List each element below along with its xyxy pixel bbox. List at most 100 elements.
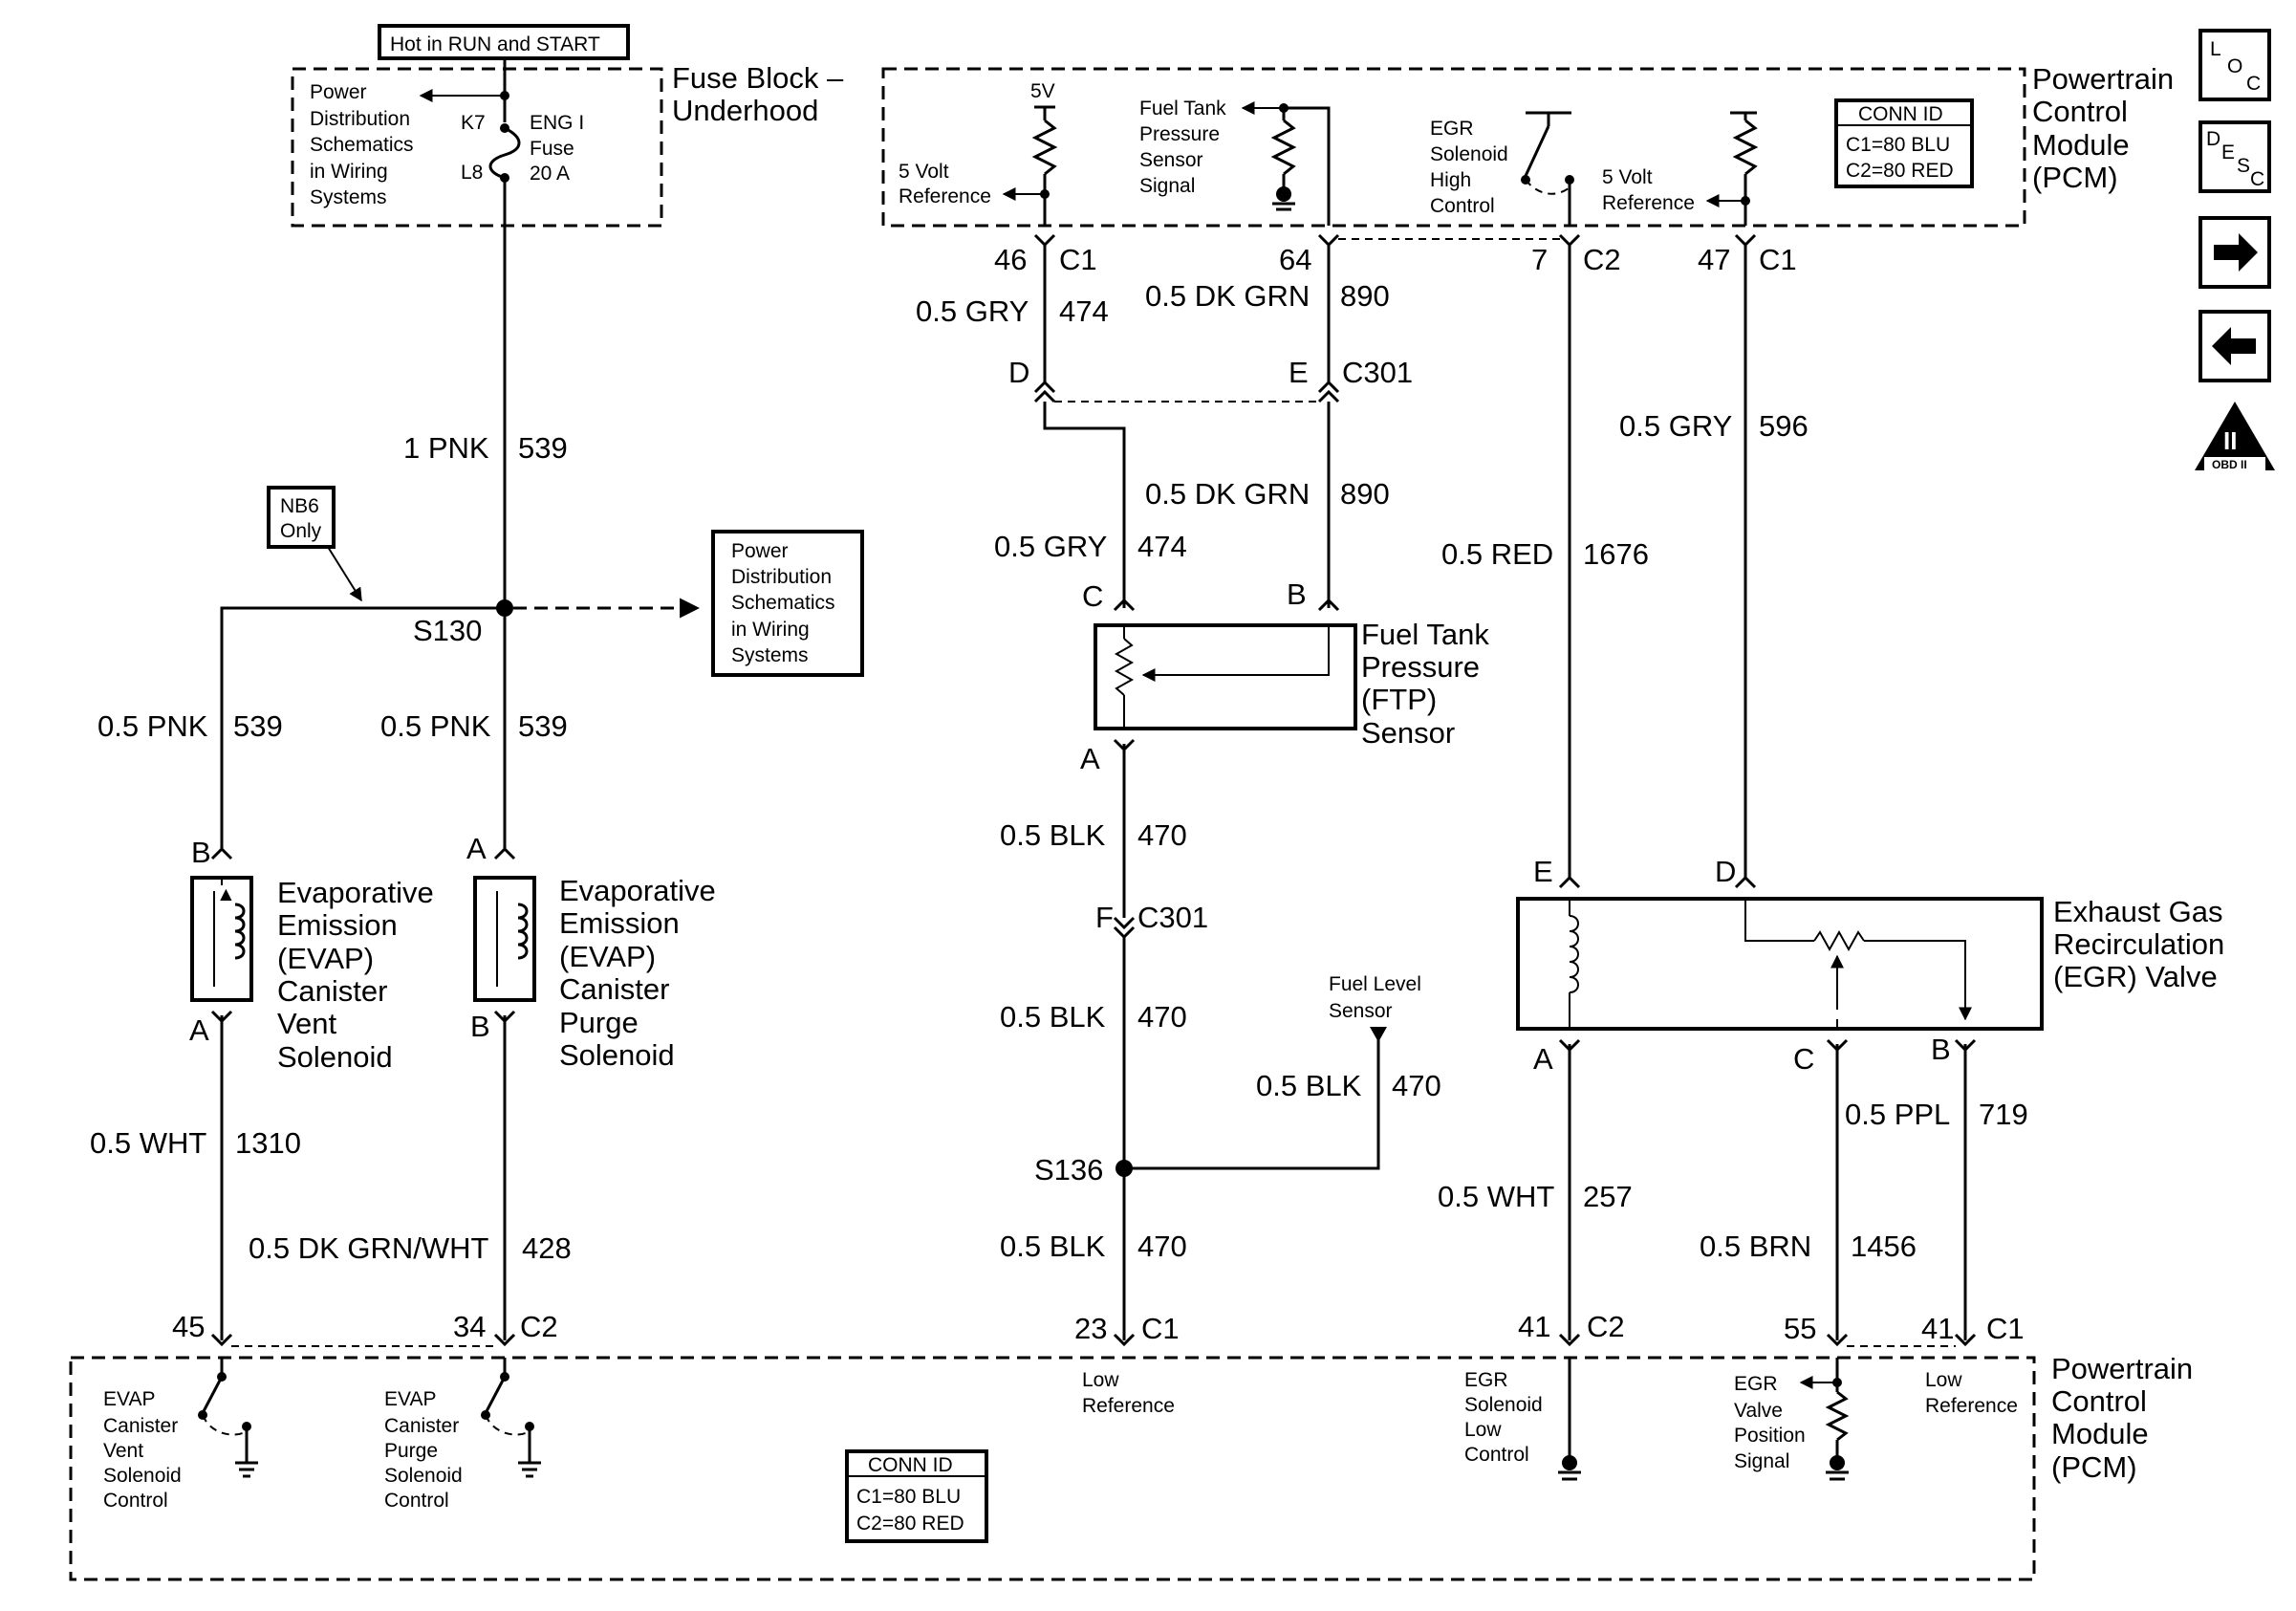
evap-vent-solenoid-label: Evaporative Emission (EVAP) Canister Ven… (277, 876, 434, 1074)
ground-icon (1562, 1455, 1577, 1470)
fuse-icon (488, 126, 521, 180)
svg-text:Schematics: Schematics (310, 134, 414, 156)
wire-719-color: 0.5 PPL (1845, 1098, 1950, 1131)
svg-text:C: C (2246, 73, 2261, 95)
wire-539-main-number: 539 (518, 431, 568, 465)
pcm-connector-c1: C1 (1059, 243, 1097, 276)
svg-text:Module: Module (2032, 128, 2130, 162)
fuse-block-power-distribution-ref[interactable]: Power Distribution Schematics in Wiring … (310, 81, 414, 208)
wire-890-top-number: 890 (1340, 279, 1390, 313)
svg-text:Solenoid: Solenoid (1430, 143, 1508, 165)
pcm-pin-41-c2: 41 (1518, 1310, 1550, 1343)
pcm-bottom-conn-id: CONN ID C1=80 BLU C2=80 RED (845, 1449, 988, 1543)
svg-text:Control: Control (103, 1490, 168, 1512)
svg-text:Emission: Emission (559, 906, 680, 940)
pcm-egr-low-control-label: EGR Solenoid Low Control (1464, 1369, 1543, 1466)
description-button[interactable]: D E S C (2199, 120, 2271, 193)
pcm-bottom-title: Powertrain Control Module (PCM) (2051, 1352, 2193, 1484)
svg-text:Fuel Tank: Fuel Tank (1361, 618, 1489, 651)
ground-icon (1276, 186, 1291, 202)
purge-connector-a: A (466, 832, 487, 865)
pcm-pin-41-c1: 41 (1921, 1312, 1954, 1345)
wire-890-mid-number: 890 (1340, 477, 1390, 511)
wire-1676-color: 0.5 RED (1441, 537, 1553, 571)
svg-text:Low: Low (1925, 1369, 1962, 1391)
svg-text:Only: Only (280, 520, 322, 542)
svg-text:Distribution: Distribution (731, 566, 832, 588)
pcm-pin-45: 45 (172, 1310, 205, 1343)
svg-text:Control: Control (1430, 195, 1495, 217)
svg-text:(EGR) Valve: (EGR) Valve (2053, 960, 2218, 993)
svg-text:Evaporative: Evaporative (559, 874, 716, 907)
pcm-low-reference-label: Low Reference (1082, 1369, 1175, 1417)
wire-474-mid-number: 474 (1137, 530, 1187, 563)
svg-text:Vent: Vent (103, 1440, 143, 1462)
resistor-icon (1031, 119, 1058, 176)
svg-text:Distribution: Distribution (310, 108, 410, 130)
wire-470-a-number: 470 (1137, 818, 1187, 852)
svg-text:in Wiring: in Wiring (310, 161, 388, 183)
c301-pin-e: E (1289, 356, 1309, 389)
next-page-button[interactable] (2199, 216, 2271, 289)
obd-ii-button[interactable]: II OBD II (2195, 402, 2275, 471)
svg-text:Low: Low (1082, 1369, 1119, 1391)
svg-text:ENG I: ENG I (530, 112, 584, 134)
svg-text:Low: Low (1464, 1419, 1502, 1441)
svg-text:Fuse Block –: Fuse Block – (672, 61, 844, 95)
svg-text:Reference: Reference (1082, 1395, 1175, 1417)
svg-text:Solenoid: Solenoid (384, 1465, 463, 1487)
svg-text:S: S (2237, 155, 2250, 177)
ftp-pin-c: C (1082, 579, 1103, 613)
wire-257-number: 257 (1583, 1180, 1633, 1213)
location-button[interactable]: L O C (2199, 29, 2271, 101)
arrow-left-icon (2212, 327, 2256, 365)
wire-539-right-number: 539 (518, 709, 568, 743)
svg-text:Position: Position (1734, 1425, 1806, 1447)
ground-icon (1830, 1455, 1845, 1470)
egr-pin-b: B (1931, 1033, 1951, 1066)
wire-719-number: 719 (1979, 1098, 2028, 1131)
svg-text:Reference: Reference (1925, 1395, 2018, 1417)
previous-page-button[interactable] (2199, 310, 2271, 382)
egr-pin-d: D (1715, 855, 1736, 888)
svg-text:EGR: EGR (1430, 118, 1474, 140)
wire-539-left (220, 606, 505, 849)
pcm-5v-label: 5V (1030, 80, 1055, 102)
svg-text:Valve: Valve (1734, 1400, 1783, 1422)
pcm-pin-46: 46 (994, 243, 1027, 276)
wire-1310-number: 1310 (235, 1126, 301, 1160)
wire-428-color: 0.5 DK GRN/WHT (249, 1231, 489, 1265)
wire-890-top-color: 0.5 DK GRN (1145, 279, 1310, 313)
wire-539-main-color: 1 PNK (403, 431, 489, 465)
svg-text:Recirculation: Recirculation (2053, 927, 2224, 961)
hot-in-run-start-label: Hot in RUN and START (378, 24, 630, 60)
svg-text:Canister: Canister (103, 1415, 178, 1437)
purge-connector-b: B (470, 1010, 490, 1043)
svg-text:Powertrain: Powertrain (2051, 1352, 2193, 1385)
evap-vent-solenoid-symbol (190, 876, 253, 1002)
svg-text:NB6: NB6 (280, 495, 319, 517)
wire-470-a-color: 0.5 BLK (1000, 818, 1106, 852)
wire-890-mid-color: 0.5 DK GRN (1145, 477, 1310, 511)
svg-text:C2=80 RED: C2=80 RED (856, 1513, 964, 1535)
power-distribution-ref-box[interactable]: Power Distribution Schematics in Wiring … (711, 530, 864, 677)
splice-s136-label: S136 (1034, 1153, 1103, 1186)
pcm-purge-control-label: EVAP Canister Purge Solenoid Control (384, 1388, 463, 1512)
coil-icon (517, 903, 529, 960)
resistor-icon (1732, 119, 1759, 176)
pcm-pin-7: 7 (1531, 243, 1548, 276)
wire-470-c (1124, 1033, 1380, 1170)
resistor-icon (1270, 119, 1297, 176)
pcm-egr-position-signal-label: EGR Valve Position Signal (1734, 1373, 1806, 1472)
pcm-ftp-signal-label: Fuel Tank Pressure Sensor Signal (1139, 98, 1226, 197)
c301-top-label: C301 (1342, 356, 1413, 389)
svg-text:Solenoid: Solenoid (559, 1038, 675, 1072)
svg-text:Vent: Vent (277, 1007, 336, 1040)
svg-text:5 Volt: 5 Volt (899, 161, 949, 183)
pcm-pin-47: 47 (1698, 243, 1730, 276)
wire-596-number: 596 (1759, 409, 1809, 443)
svg-text:(EVAP): (EVAP) (277, 942, 374, 975)
pcm-egr-high-control-label: EGR Solenoid High Control (1430, 118, 1508, 217)
svg-text:Reference: Reference (899, 185, 991, 207)
svg-text:Purge: Purge (559, 1006, 639, 1039)
